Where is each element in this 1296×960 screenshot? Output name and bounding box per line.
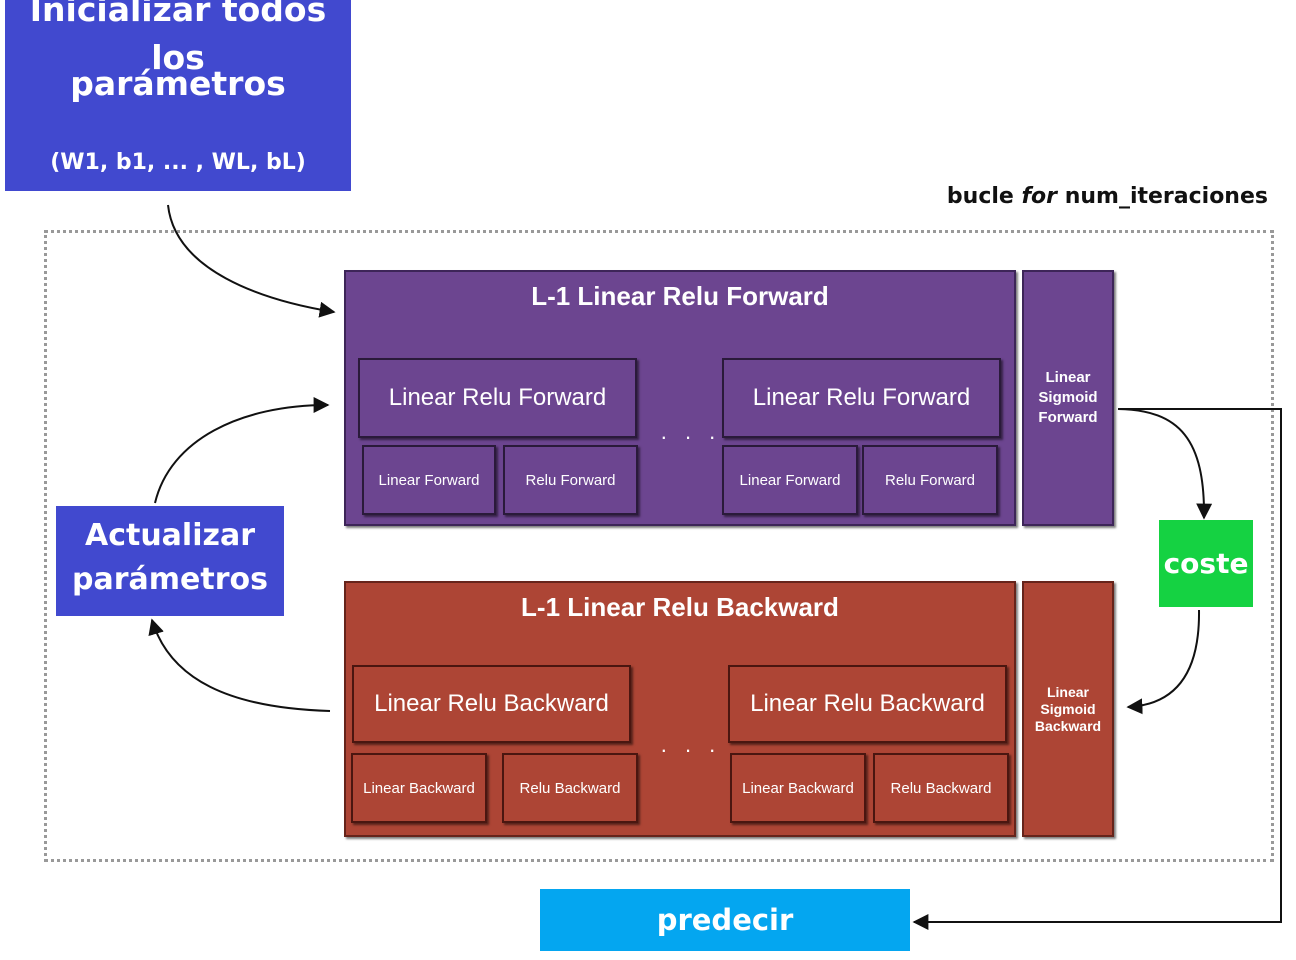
arrow-backward-to-update [148, 618, 331, 712]
forward-block-1: Linear Relu Forward [358, 358, 637, 438]
update-parameters-box: Actualizar parámetros [56, 506, 284, 616]
loop-label: bucle for num_iteraciones [947, 184, 1268, 216]
backward-block-2-linear: Linear Backward [730, 753, 866, 823]
initialize-params-list: (W1, b1, ... , WL, bL) [50, 149, 306, 175]
loop-keyword: for [1021, 184, 1058, 209]
forward-block-2-relu: Relu Forward [862, 445, 998, 515]
backward-block-2-relu: Relu Backward [873, 753, 1009, 823]
initialize-parameters-box: Inicializar todos los parámetros (W1, b1… [5, 0, 351, 191]
predict-box: predecir [540, 889, 910, 951]
backward-ellipsis: . . . [660, 732, 722, 757]
backward-title: L-1 Linear Relu Backward [521, 591, 839, 622]
forward-ellipsis: . . . [660, 419, 722, 444]
sigmoid-backward-label: Linear Sigmoid Backward [1034, 683, 1102, 734]
sigmoid-forward-block: Linear Sigmoid Forward [1022, 270, 1114, 526]
sigmoid-backward-block: Linear Sigmoid Backward [1022, 581, 1114, 837]
arrow-init-to-forward [167, 204, 336, 318]
forward-block-2: Linear Relu Forward [722, 358, 1001, 438]
forward-block-2-linear: Linear Forward [722, 445, 858, 515]
arrow-sigmoid-to-cost [1117, 408, 1213, 520]
loop-prefix: bucle [946, 184, 1022, 209]
backward-block-1-linear: Linear Backward [351, 753, 487, 823]
arrow-cost-to-sigmoid-backward [1126, 609, 1201, 715]
backward-block-2: Linear Relu Backward [728, 665, 1007, 743]
forward-block-1-relu: Relu Forward [503, 445, 638, 515]
update-line2: parámetros [72, 562, 268, 597]
loop-suffix: num_iteraciones [1057, 184, 1268, 209]
loop-boundary [44, 230, 1274, 862]
sigmoid-forward-label: Linear Sigmoid Forward [1038, 369, 1098, 426]
backward-block-1: Linear Relu Backward [352, 665, 631, 743]
arrow-to-predict [912, 408, 1282, 930]
cost-box: coste [1159, 520, 1253, 607]
initialize-title-line2: parámetros [70, 64, 286, 103]
forward-title: L-1 Linear Relu Forward [531, 280, 829, 311]
arrow-update-to-forward [154, 397, 330, 504]
backward-block-1-relu: Relu Backward [502, 753, 638, 823]
update-line1: Actualizar [84, 518, 255, 553]
forward-block-1-linear: Linear Forward [362, 445, 496, 515]
